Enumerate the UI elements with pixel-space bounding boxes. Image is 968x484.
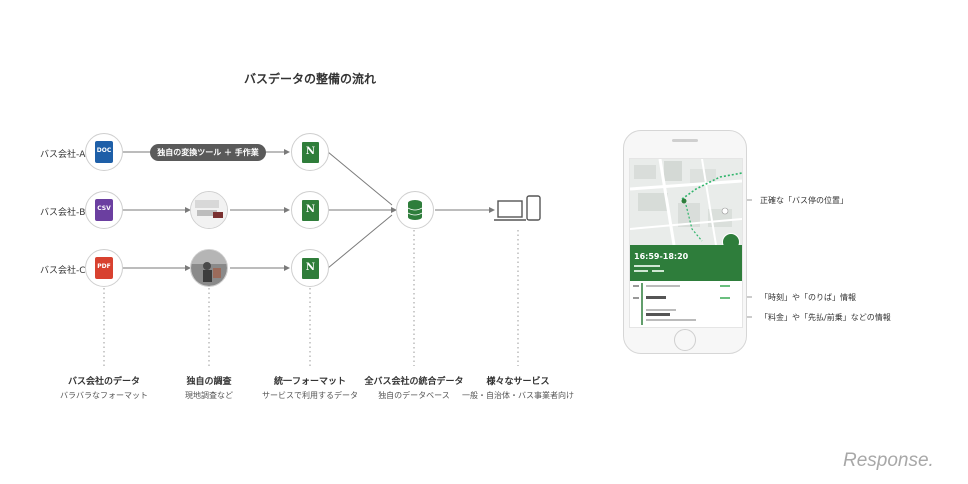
arrowhead-devices [489, 207, 495, 213]
column-title: バス会社のデータ [67, 377, 140, 387]
pdf-file-type: PDF [97, 263, 111, 270]
survey-photo-field [190, 249, 228, 287]
converge-c [327, 214, 393, 269]
row-label-b: バス会社-B [40, 208, 86, 218]
column-title: 統一フォーマット [273, 377, 346, 387]
diagram-title: バスデータの整備の流れ [243, 72, 376, 86]
annotation-timetable: 「時刻」や「のりば」情報 [760, 293, 856, 302]
phone-speaker [672, 139, 698, 142]
node-unified-format-b: N [291, 191, 329, 229]
csv-file-type: CSV [97, 205, 111, 212]
row-label-a: バス会社-A [40, 150, 86, 160]
arrowhead-a [284, 149, 290, 155]
node-integrated-database [396, 191, 434, 229]
column-sub: 一般・自治体・バス事業者向け [462, 391, 574, 400]
column-label-survey: 独自の調査 現地調査など [149, 374, 269, 401]
column-label-database: 全バス会社の統合データ 独自のデータベース [354, 374, 474, 401]
node-unified-format-c: N [291, 249, 329, 287]
phone-screen: 16:59-18:20 [629, 158, 743, 328]
conversion-tool-pill: 独自の変換ツール ＋ 手作業 [150, 144, 266, 161]
format-n-letter: N [305, 262, 316, 273]
format-n-letter: N [305, 204, 316, 215]
csv-file-icon: CSV [95, 199, 113, 221]
format-n-icon: N [302, 142, 319, 163]
desk-photo-icon [191, 192, 227, 228]
row-label-c: バス会社-C [40, 266, 86, 276]
node-pdf-file: PDF [85, 249, 123, 287]
route-sub-line [634, 264, 694, 275]
map-roads [630, 159, 742, 246]
route-time-range: 16:59-18:20 [634, 252, 689, 261]
column-label-format: 統一フォーマット サービスで利用するデータ [245, 374, 375, 401]
column-label-services: 様々なサービス 一般・自治体・バス事業者向け [453, 374, 583, 401]
doc-file-icon: DOC [95, 141, 113, 163]
field-photo-icon [191, 250, 227, 286]
format-n-icon: N [302, 258, 319, 279]
converge-a [327, 151, 393, 206]
column-label-source: バス会社のデータ バラバラなフォーマット [44, 374, 164, 401]
laptop-icon [497, 200, 523, 218]
map-view [630, 159, 742, 246]
column-sub: 現地調査など [185, 391, 233, 400]
arrowhead-c-2 [284, 265, 290, 271]
phone-home-button [674, 329, 696, 351]
column-sub: 独自のデータベース [378, 391, 450, 400]
node-unified-format-a: N [291, 133, 329, 171]
format-n-icon: N [302, 200, 319, 221]
arrowhead-db [391, 207, 397, 213]
route-step-list [630, 281, 742, 327]
arrowhead-b-2 [284, 207, 290, 213]
column-sub: サービスで利用するデータ [262, 391, 358, 400]
route-steps-placeholder [633, 283, 730, 325]
column-title: 様々なサービス [486, 377, 550, 387]
pdf-file-icon: PDF [95, 257, 113, 279]
smartphone-icon [526, 195, 541, 221]
survey-photo-desk [190, 191, 228, 229]
doc-file-type: DOC [96, 147, 112, 154]
route-detail-placeholder [634, 265, 664, 272]
annotation-bus-stop-location: 正確な「バス停の位置」 [760, 196, 848, 205]
response-logo: Response. [843, 450, 934, 471]
column-title: 全バス会社の統合データ [364, 377, 464, 387]
arrowhead-b-1 [185, 207, 191, 213]
node-doc-file: DOC [85, 133, 123, 171]
column-sub: バラバラなフォーマット [60, 391, 148, 400]
format-n-letter: N [305, 146, 316, 157]
arrowhead-c-1 [185, 265, 191, 271]
route-summary-panel: 16:59-18:20 [630, 245, 742, 281]
node-csv-file: CSV [85, 191, 123, 229]
annotation-fare: 「料金」や「先払/前乗」などの情報 [760, 313, 891, 322]
database-icon [407, 200, 423, 220]
column-title: 独自の調査 [186, 377, 232, 387]
